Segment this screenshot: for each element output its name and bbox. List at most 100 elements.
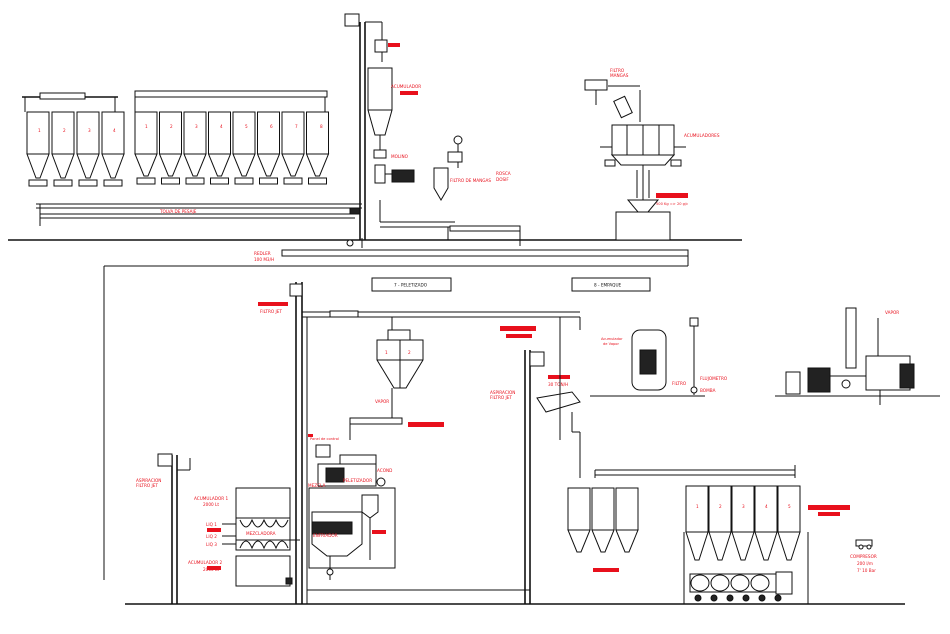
acumulador-vapor-label: Acumulador <box>601 337 623 341</box>
red-tag <box>500 326 536 331</box>
red-tag <box>258 302 288 306</box>
compresor-label: COMPRESOR <box>850 554 877 559</box>
silo-feeder <box>308 177 327 185</box>
vapor-mid-label: VAPOR <box>375 399 389 404</box>
small-bin-cone <box>76 153 100 179</box>
load-silo <box>685 485 709 533</box>
load-silo <box>777 485 801 533</box>
red-tag <box>818 512 840 516</box>
bin-number: 4 <box>765 504 768 509</box>
bin-number: 1 <box>38 128 41 133</box>
compresor-a: 200 l/m <box>857 561 873 566</box>
truck-tank <box>750 574 770 592</box>
bomba-label: BOMBA <box>700 388 716 393</box>
bin-number: 2 <box>719 504 722 509</box>
load-silo-cone <box>777 531 801 561</box>
silo-cone <box>183 153 207 177</box>
rosca-sub-label: DOSIF <box>496 177 509 182</box>
silo-cone <box>134 153 158 177</box>
pack-bin-cone <box>591 529 615 553</box>
load-silo-cone <box>731 531 755 561</box>
red-tag <box>548 375 570 379</box>
silo <box>159 111 182 155</box>
ton-label: 30 TON/H <box>548 382 568 387</box>
silo-cone <box>305 153 330 177</box>
silo <box>183 111 207 155</box>
silo-number: 6 <box>270 124 273 129</box>
truck <box>689 571 793 602</box>
silo-number: 2 <box>170 124 173 129</box>
filtro-jet-mid-label: FILTRO JET <box>490 395 512 400</box>
silo-number: 7 <box>295 124 298 129</box>
load-silo <box>731 485 755 533</box>
elevator-top-center: ACUMULADOR MOLINO FILTRO DE MANGAS ROSCA… <box>344 13 521 248</box>
pack-bin <box>591 487 615 531</box>
silo-cone <box>256 153 281 177</box>
silo-feeder <box>185 177 205 185</box>
section-titles: 7 - PELETIZADO 8 - EMPAQUE <box>371 277 651 292</box>
red-tag <box>207 528 221 532</box>
truck-silo-bank: 1 2 3 4 5 <box>683 485 850 604</box>
silo-cone <box>158 153 183 177</box>
silo-feeder <box>283 177 303 185</box>
small-bin <box>26 111 50 155</box>
small-bin-cone <box>26 153 50 179</box>
silo <box>306 111 329 155</box>
silo-cone <box>207 153 232 177</box>
silo-feeder <box>259 177 278 185</box>
silo-bank-8: 1 2 3 4 5 6 7 8 <box>134 90 330 185</box>
silo-number: 3 <box>195 124 198 129</box>
bin-number: 3 <box>742 504 745 509</box>
section-title-empaque: 8 - EMPAQUE <box>594 283 622 288</box>
red-tag <box>400 91 418 95</box>
weighing-conveyor: TOLVA DE PESAJE <box>36 203 362 226</box>
tolva-label: TOLVA DE PESAJE <box>159 209 197 214</box>
truck-wheel <box>742 594 750 602</box>
silo-cone <box>281 153 305 177</box>
red-tag <box>207 566 221 570</box>
small-bin-cone <box>51 153 75 179</box>
boiler: VAPOR <box>785 307 915 405</box>
small-silo-group: 1 2 3 4 <box>22 92 125 187</box>
silo-number: 8 <box>320 124 323 129</box>
bin-number: 1 <box>385 350 388 355</box>
floor-lines <box>8 239 940 605</box>
pack-bin-cone <box>567 529 591 553</box>
capacity-label: 500 Kg => 20 g/c <box>656 202 688 206</box>
truck-tank <box>710 574 730 592</box>
compressor: COMPRESOR 200 l/m 7' 10 Bar <box>850 539 877 573</box>
red-tag <box>308 434 313 437</box>
silo-cone <box>232 153 256 177</box>
acumulador-vapor-label2: de Vapor <box>603 342 619 346</box>
peletizador-label: PELETIZADOR <box>343 478 372 483</box>
small-bin <box>51 111 75 155</box>
acumulador1-cap: 2000 Lt <box>203 502 219 507</box>
section-title-peletizado: 7 - PELETIZADO <box>394 283 428 288</box>
mezcla-label: MEZCLA <box>308 483 325 488</box>
load-silo <box>754 485 778 533</box>
panel-label: Panel de control <box>310 437 339 441</box>
silo <box>232 111 256 155</box>
bin-number: 4 <box>113 128 116 133</box>
red-tag <box>506 334 532 338</box>
silo-feeder <box>234 177 254 185</box>
acumulador1-label: ACUMULADOR 1 <box>194 496 229 501</box>
rosca-label: ROSCA <box>496 171 511 176</box>
truck-wheel <box>726 594 734 602</box>
mezcladora-label: MEZCLADORA <box>246 531 276 536</box>
bin-number: 2 <box>408 350 411 355</box>
bin-feeder <box>78 179 98 187</box>
silo-number: 4 <box>220 124 223 129</box>
truck-tank <box>730 574 750 592</box>
pack-bin <box>567 487 591 531</box>
pelleting-section: FILTRO JET 1 2 VAPOR Panel de control AC… <box>258 282 580 604</box>
bin-feeder <box>53 179 73 187</box>
bin-number: 1 <box>696 504 699 509</box>
bin-number: 2 <box>63 128 66 133</box>
silo <box>134 111 158 155</box>
aspiracion-left-label: ASPIRACION <box>136 478 161 483</box>
truck-tank <box>690 574 710 592</box>
bin-number: 3 <box>88 128 91 133</box>
red-tag <box>408 422 444 427</box>
